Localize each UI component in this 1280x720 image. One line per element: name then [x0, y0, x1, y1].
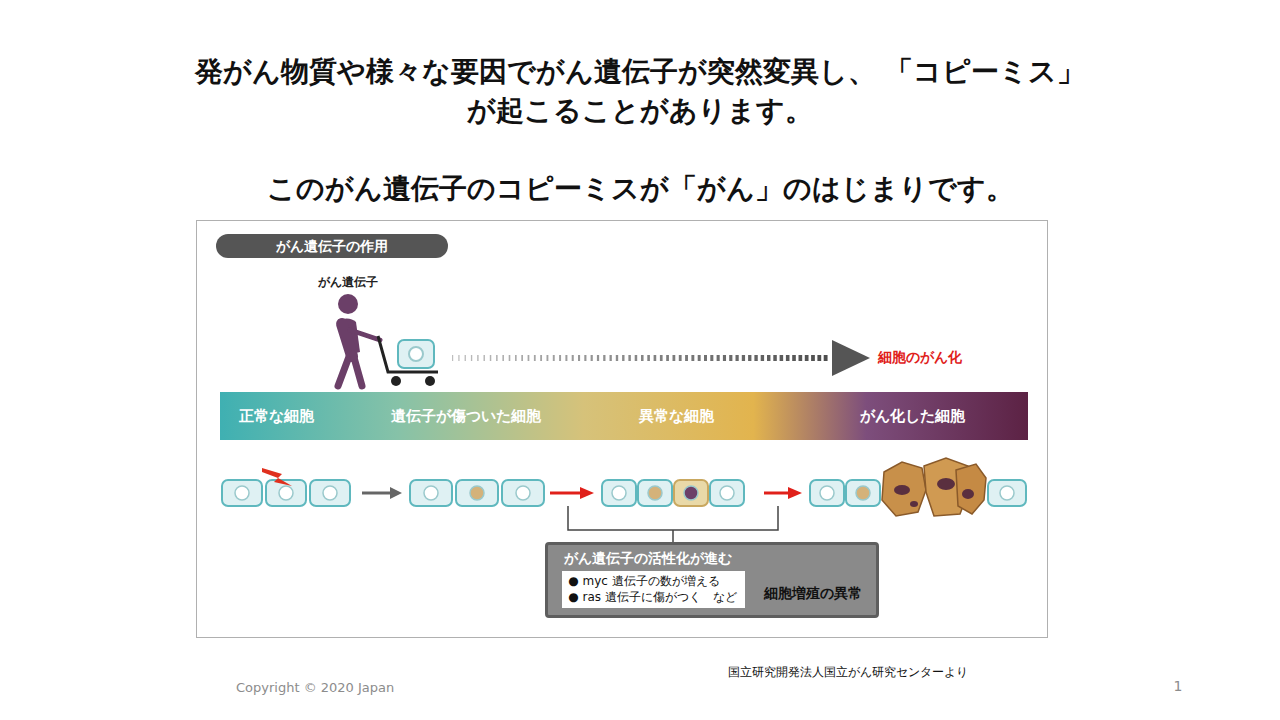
node-text: ● ras 遺伝子に傷がつく など: [568, 590, 737, 606]
bullet-box: ● myc 遺伝子の数が増える● ras 遺伝子に傷がつく など: [562, 571, 745, 608]
result-label: 細胞のがん化: [878, 349, 962, 367]
person-figure: [338, 294, 380, 386]
copyright: Copyright © 2020 Japan: [236, 680, 394, 695]
figure-frame: [197, 221, 1048, 638]
activation-box: がん遺伝子の活性化が進む細胞増殖の異常 ● myc 遺伝子の数が増える● ras …: [545, 542, 879, 618]
node-text: がん遺伝子の作用: [276, 237, 388, 255]
progress-arrow: [452, 355, 828, 361]
node-text: 細胞増殖の異常: [764, 584, 862, 602]
node-text: がん遺伝子の活性化が進む: [564, 549, 732, 567]
cart: [378, 336, 438, 386]
section-pill: がん遺伝子の作用: [216, 234, 448, 258]
node-text: がん化した細胞: [860, 407, 965, 427]
bracket: [568, 506, 778, 542]
slide-subtitle: このがん遺伝子のコピーミスが「がん」のはじまりです。: [267, 170, 1014, 208]
figure-label: がん遺伝子: [318, 274, 378, 291]
node-text: ● myc 遺伝子の数が増える: [568, 574, 737, 590]
node-text: 遺伝子が傷ついた細胞: [391, 407, 541, 427]
node-text: 異常な細胞: [639, 407, 714, 427]
damage-mark: [262, 468, 292, 486]
stage-band: 正常な細胞 遺伝子が傷ついた細胞 異常な細胞 がん化した細胞: [220, 392, 1028, 440]
source-note: 国立研究開発法人国立がん研究センターより: [728, 664, 968, 681]
arrow-head: [832, 340, 870, 376]
cancer-cells: [882, 458, 986, 516]
node-text: 正常な細胞: [239, 407, 314, 427]
slide-title: 発がん物質や様々な要因でがん遺伝子が突然変異し、 「コピーミス」が起こることがあ…: [190, 52, 1090, 130]
step-arrows: [362, 487, 802, 499]
page-number: 1: [1174, 678, 1183, 694]
